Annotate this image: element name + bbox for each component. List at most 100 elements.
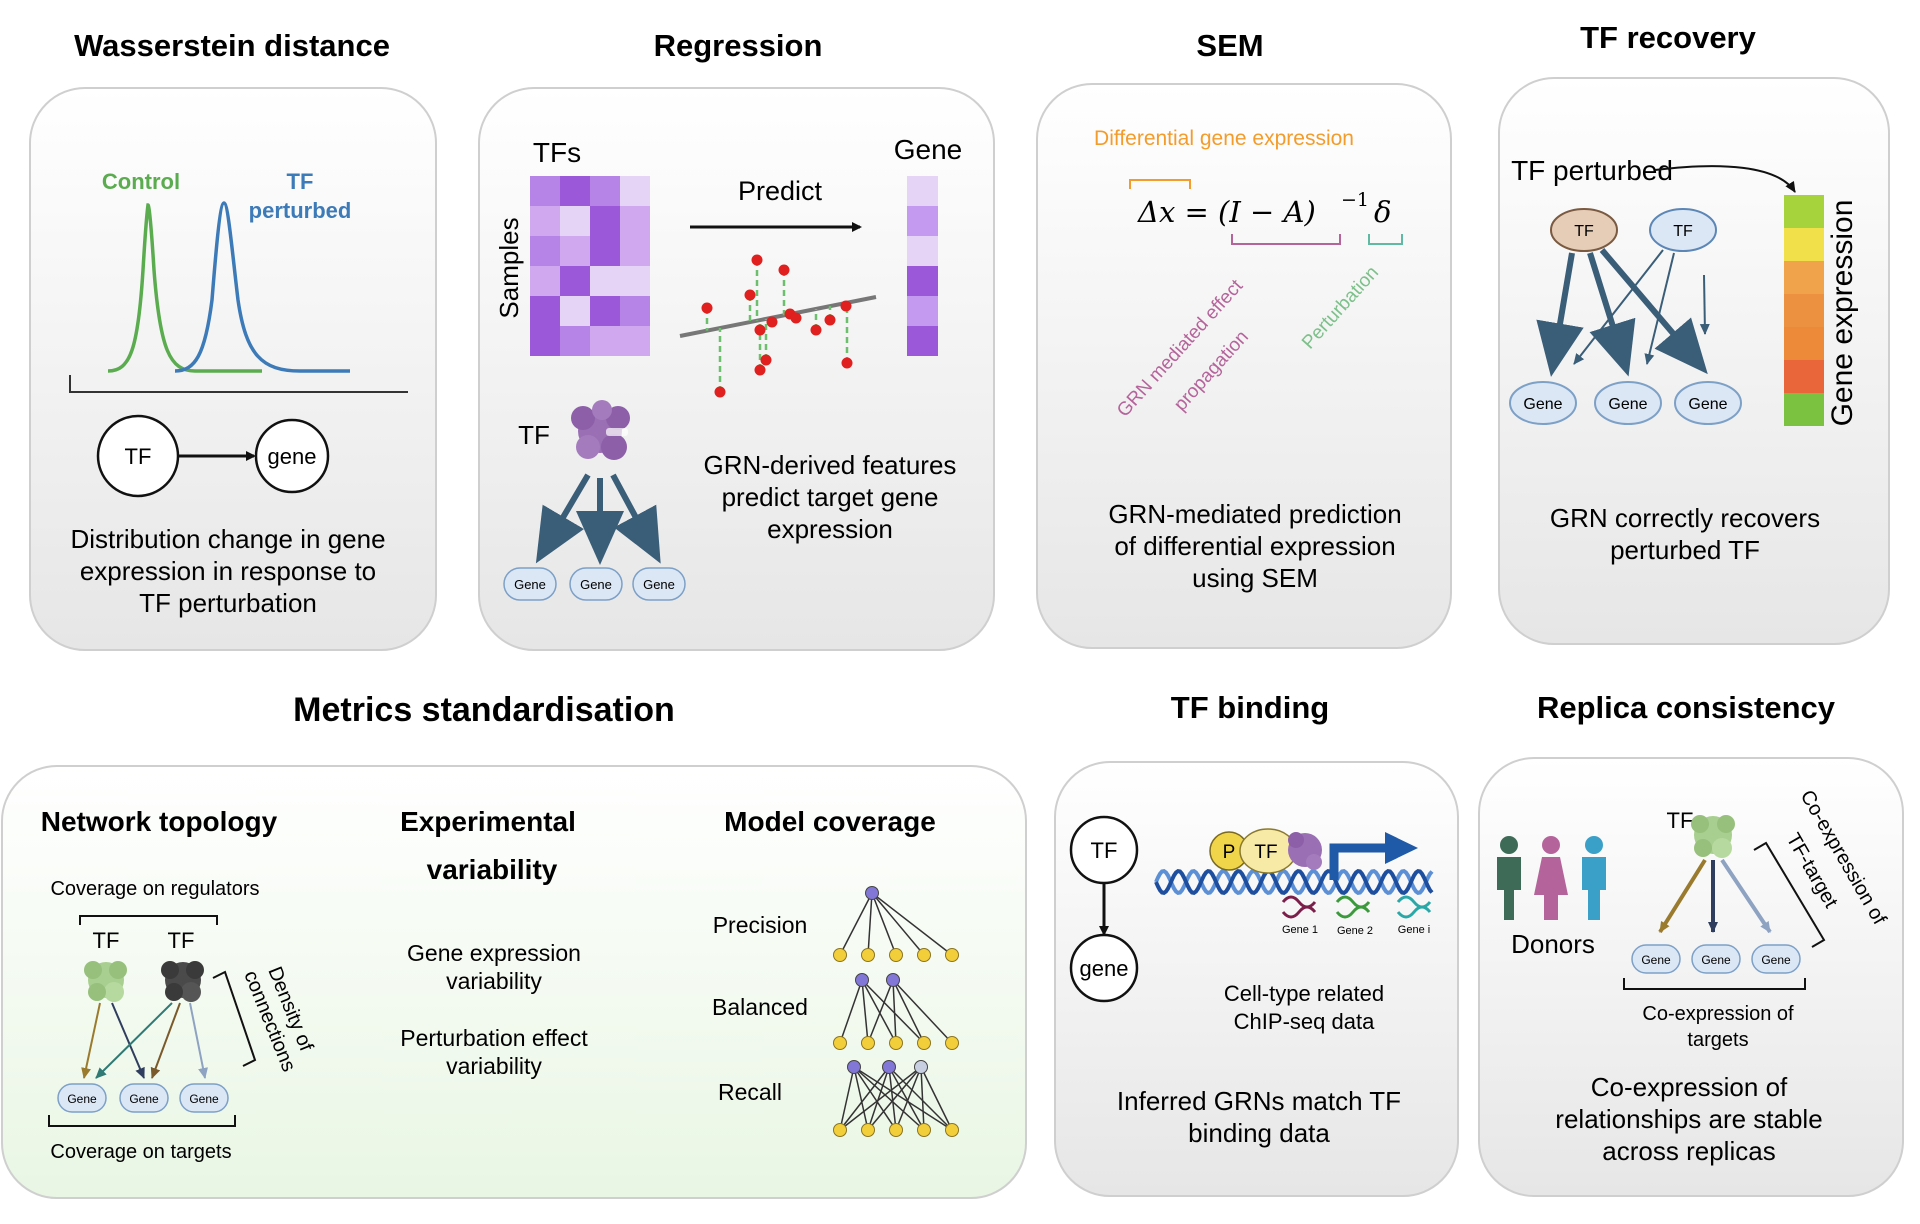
gene-node — [254, 418, 330, 494]
data-point — [766, 316, 778, 328]
diff-expr-bracket — [1129, 179, 1191, 189]
gene-chip-1: Gene — [1631, 944, 1681, 974]
data-point — [790, 312, 802, 324]
tf-label-2: TF — [168, 928, 195, 953]
data-point — [701, 302, 713, 314]
tf-target-bracket — [1753, 841, 1826, 948]
predict-label: Predict — [738, 176, 823, 206]
gene-node-1: Gene — [1509, 381, 1577, 425]
matrix-cell — [530, 266, 560, 296]
pert-var-2: variability — [446, 1053, 542, 1079]
gene-chip-label: Gene — [189, 1092, 219, 1106]
network-topology-title: Network topology — [41, 806, 278, 837]
target-node — [945, 1123, 959, 1137]
panel-tf-binding: TF binding TF gene P TF Gene 1 — [1054, 690, 1459, 1197]
network-edge — [867, 892, 873, 956]
tf-label: TF — [1667, 808, 1694, 833]
matrix-cell — [560, 176, 590, 206]
regulator-node — [882, 1060, 896, 1074]
target-node — [945, 1036, 959, 1050]
network-edge — [853, 1066, 925, 1131]
caption-line-1: GRN-derived features — [704, 450, 957, 480]
edge-2 — [1587, 252, 1636, 377]
gene-chip-label: Gene — [580, 577, 612, 592]
panel-title: Regression — [654, 28, 823, 63]
tf-protein-green-icon — [1691, 815, 1735, 858]
transcription-arrow — [1329, 832, 1418, 880]
edge-teal — [95, 1002, 173, 1079]
gene-column-cell — [907, 176, 938, 206]
panel-metrics: Metrics standardisation Network topology… — [1, 691, 1027, 1199]
data-point — [840, 300, 852, 312]
tf-label: TF — [518, 420, 550, 450]
edge-3 — [1599, 248, 1708, 375]
matrix-cell — [620, 206, 650, 236]
target-node — [861, 1036, 875, 1050]
edge-4 — [1573, 249, 1664, 365]
target-node — [833, 1036, 847, 1050]
edge-5 — [1644, 252, 1675, 365]
coverage-regulators-label: Coverage on regulators — [50, 878, 259, 900]
gene-node-3: Gene — [1674, 381, 1742, 425]
caption-line-3: across replicas — [1602, 1136, 1775, 1166]
network-edge — [839, 1066, 890, 1131]
caption-line-2: perturbed TF — [1610, 535, 1760, 565]
legend-tf: TF — [287, 169, 314, 194]
edge-brown — [150, 1002, 181, 1079]
gene-node-label: Gene — [1608, 396, 1647, 413]
matrix-cell — [560, 266, 590, 296]
coexpr-targets-1: Co-expression of — [1642, 1003, 1794, 1025]
matrix-cell — [590, 296, 620, 326]
panel-title: Replica consistency — [1537, 690, 1836, 725]
gene-node — [1069, 933, 1139, 1003]
chip-label-2: ChIP-seq data — [1234, 1009, 1375, 1034]
panel-title: Metrics standardisation — [293, 691, 675, 729]
target-node — [889, 1123, 903, 1137]
matrix-cell — [620, 296, 650, 326]
matrix-cell — [620, 236, 650, 266]
x-axis — [69, 375, 408, 393]
edge-1 — [1536, 252, 1584, 377]
caption-line-3: TF perturbation — [139, 588, 317, 618]
regulator-node — [914, 1060, 928, 1074]
expression-cell — [1784, 261, 1824, 294]
gene-label: Gene — [894, 134, 963, 165]
panel-regression: Regression TFs Gene Samples Predict TF G… — [478, 28, 995, 651]
exp-var-title-2: variability — [427, 854, 558, 885]
perturbation-bracket — [1368, 234, 1403, 245]
gene-expr-var-2: variability — [446, 968, 542, 994]
matrix-cell — [560, 296, 590, 326]
network-edge — [895, 1066, 922, 1131]
dna-helix — [1154, 868, 1434, 896]
tf-node-label: TF — [1574, 223, 1594, 240]
tf-protein-label: TF — [1254, 842, 1277, 863]
recall-label: Recall — [718, 1079, 782, 1105]
regulator-node — [855, 973, 869, 987]
samples-label: Samples — [494, 217, 524, 318]
gene-chip-1: Gene — [503, 567, 557, 601]
gene-column-cell — [907, 326, 938, 356]
expression-cell — [1784, 228, 1824, 261]
tf-node-label: TF — [1091, 838, 1118, 863]
density-bracket — [212, 970, 257, 1067]
balanced-label: Balanced — [712, 994, 808, 1020]
panel-wasserstein: Wasserstein distance Control TF perturbe… — [29, 28, 437, 651]
caption-line-2: expression in response to — [80, 556, 376, 586]
tf-protein-dark-icon — [161, 961, 204, 1002]
gene-glyph-1: Gene 1 — [1281, 895, 1318, 936]
network-edge — [888, 1066, 897, 1131]
edge-dark — [111, 1002, 145, 1079]
donor-icon-2 — [1534, 836, 1568, 920]
caption-line-3: using SEM — [1192, 563, 1318, 593]
target-node — [917, 1123, 931, 1137]
network-edge — [861, 979, 925, 1044]
gene-chip-label: Gene — [129, 1092, 159, 1106]
target-node — [861, 1123, 875, 1137]
network-edge — [871, 892, 897, 956]
panel-title: Wasserstein distance — [74, 28, 390, 63]
edge-6 — [1699, 274, 1710, 335]
tf-node: TF — [1649, 208, 1717, 252]
model-coverage-title: Model coverage — [724, 806, 936, 837]
gene-chip-2: Gene — [119, 1083, 169, 1113]
regulator-node — [886, 973, 900, 987]
